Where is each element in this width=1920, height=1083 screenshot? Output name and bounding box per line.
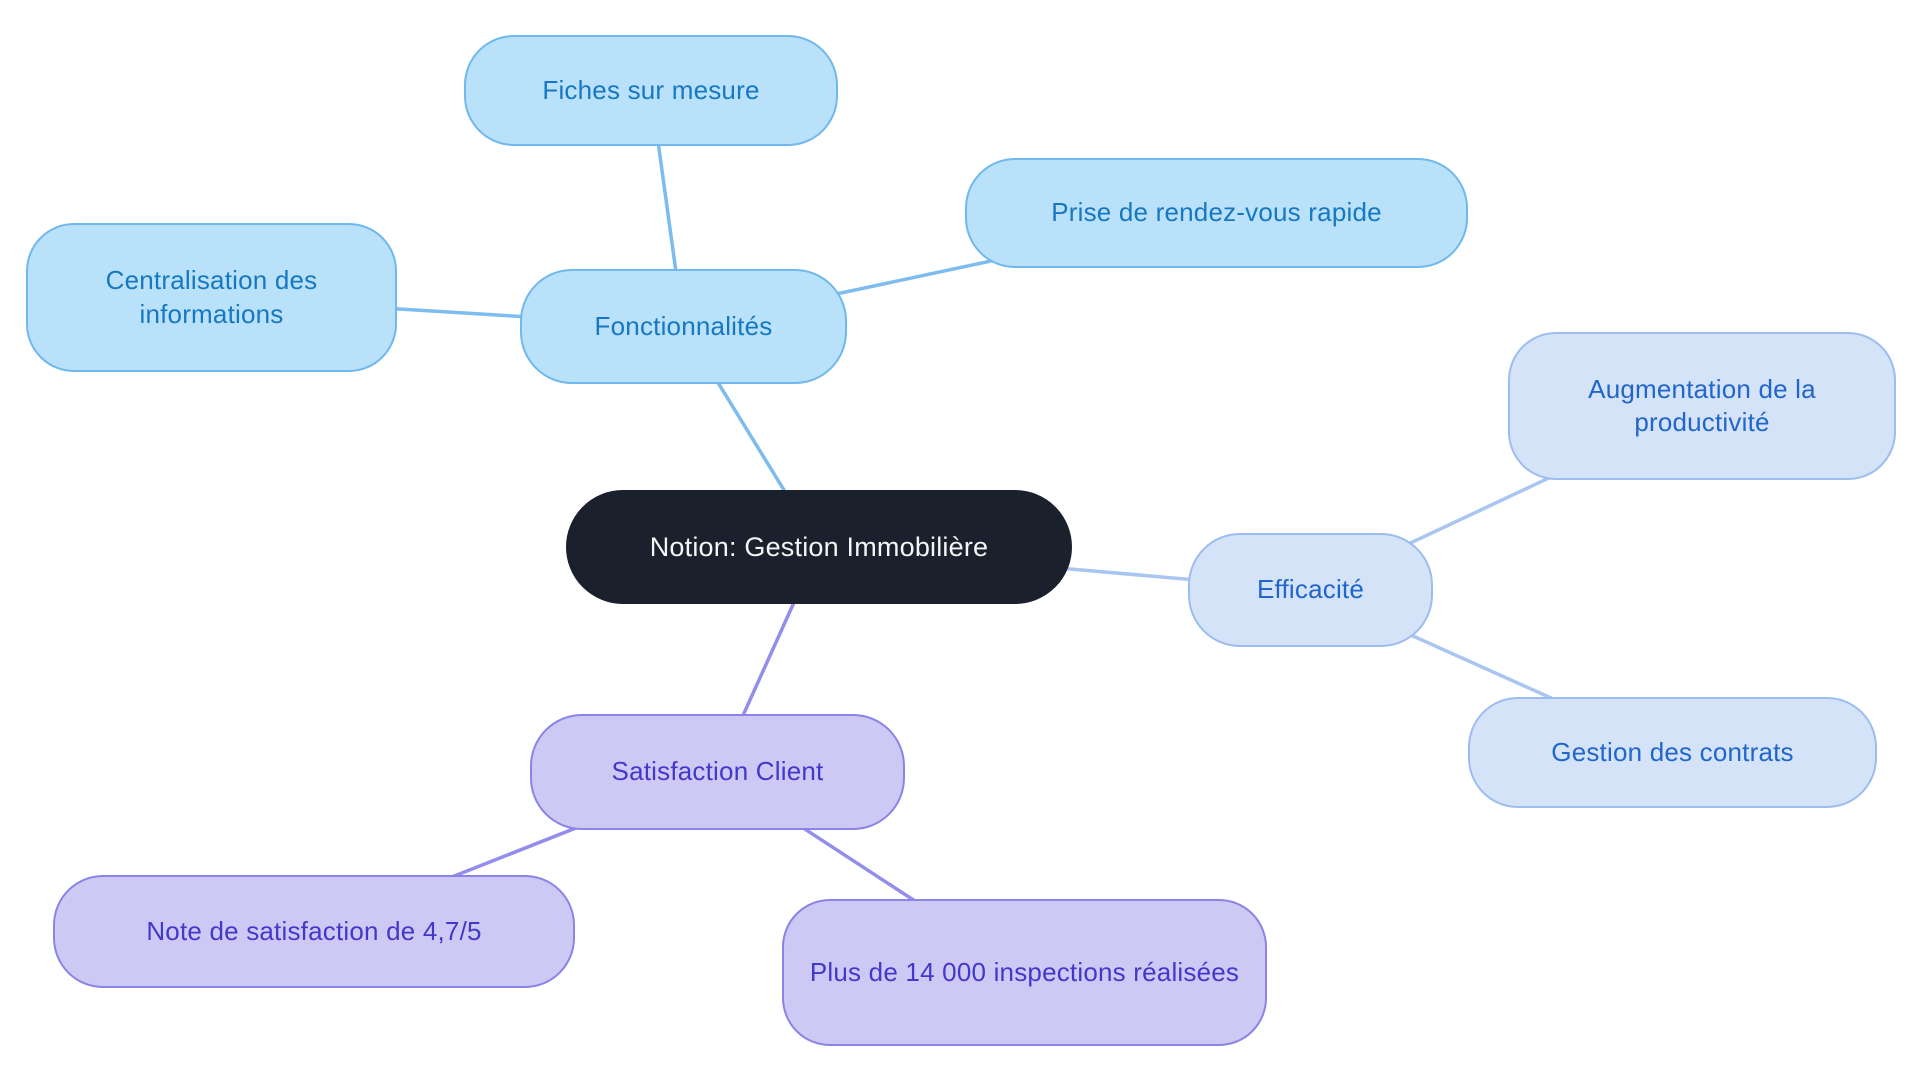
node-label-inspections-realisees: Plus de 14 000 inspections réalisées (809, 956, 1240, 987)
mindmap-node-efficacite[interactable]: Efficacité (1188, 533, 1433, 647)
mindmap-node-fonctionnalites[interactable]: Fonctionnalités (520, 269, 847, 384)
mindmap-node-note-satisfaction[interactable]: Note de satisfaction de 4,7/5 (53, 875, 575, 988)
mindmap-node-centralisation-informations[interactable]: Centralisation des informations (26, 223, 397, 372)
node-label-root: Notion: Gestion Immobilière (649, 531, 989, 562)
node-label-centralisation-informations: Centralisation des informations (105, 265, 318, 329)
node-label-augmentation-productivite: Augmentation de la productivité (1588, 373, 1816, 437)
node-label-satisfaction-client: Satisfaction Client (611, 756, 824, 787)
mindmap-node-inspections-realisees[interactable]: Plus de 14 000 inspections réalisées (782, 899, 1267, 1046)
mindmap-node-augmentation-productivite[interactable]: Augmentation de la productivité (1508, 332, 1896, 480)
node-label-fiches-sur-mesure: Fiches sur mesure (542, 74, 760, 105)
mindmap-node-gestion-des-contrats[interactable]: Gestion des contrats (1468, 697, 1877, 808)
mindmap-node-root[interactable]: Notion: Gestion Immobilière (566, 490, 1072, 604)
mindmap-node-fiches-sur-mesure[interactable]: Fiches sur mesure (464, 35, 838, 146)
node-label-gestion-des-contrats: Gestion des contrats (1551, 736, 1794, 767)
mindmap-node-satisfaction-client[interactable]: Satisfaction Client (530, 714, 905, 830)
node-label-fonctionnalites: Fonctionnalités (594, 310, 773, 341)
node-label-prise-de-rendez-vous: Prise de rendez-vous rapide (1051, 197, 1382, 228)
mindmap-node-prise-de-rendez-vous[interactable]: Prise de rendez-vous rapide (965, 158, 1468, 268)
node-label-efficacite: Efficacité (1256, 574, 1364, 605)
node-label-note-satisfaction: Note de satisfaction de 4,7/5 (146, 915, 482, 946)
